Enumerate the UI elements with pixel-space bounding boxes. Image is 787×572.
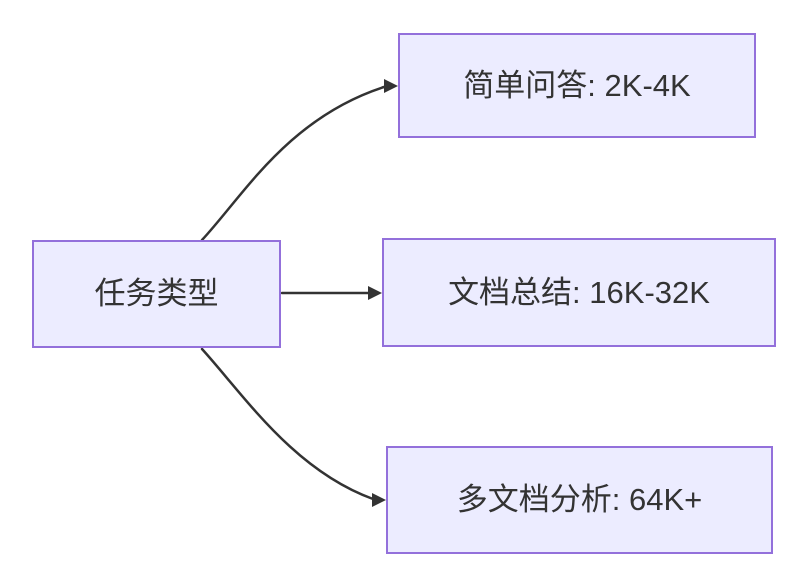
node-simple-qa-label: 简单问答: 2K-4K: [463, 67, 691, 103]
node-simple-qa: 简单问答: 2K-4K: [398, 33, 756, 138]
arrowhead-middle-icon: [368, 286, 382, 300]
arrowhead-top-icon: [384, 79, 398, 93]
edge-root-to-top: [200, 85, 386, 242]
node-doc-summary-label: 文档总结: 16K-32K: [448, 274, 710, 310]
edge-root-to-bottom: [200, 347, 375, 501]
arrowhead-bottom-icon: [372, 493, 386, 507]
node-multidoc-analysis: 多文档分析: 64K+: [386, 446, 773, 554]
node-task-type-label: 任务类型: [94, 276, 219, 312]
node-doc-summary: 文档总结: 16K-32K: [382, 238, 776, 347]
node-task-type: 任务类型: [32, 240, 281, 348]
node-multidoc-analysis-label: 多文档分析: 64K+: [456, 482, 703, 518]
